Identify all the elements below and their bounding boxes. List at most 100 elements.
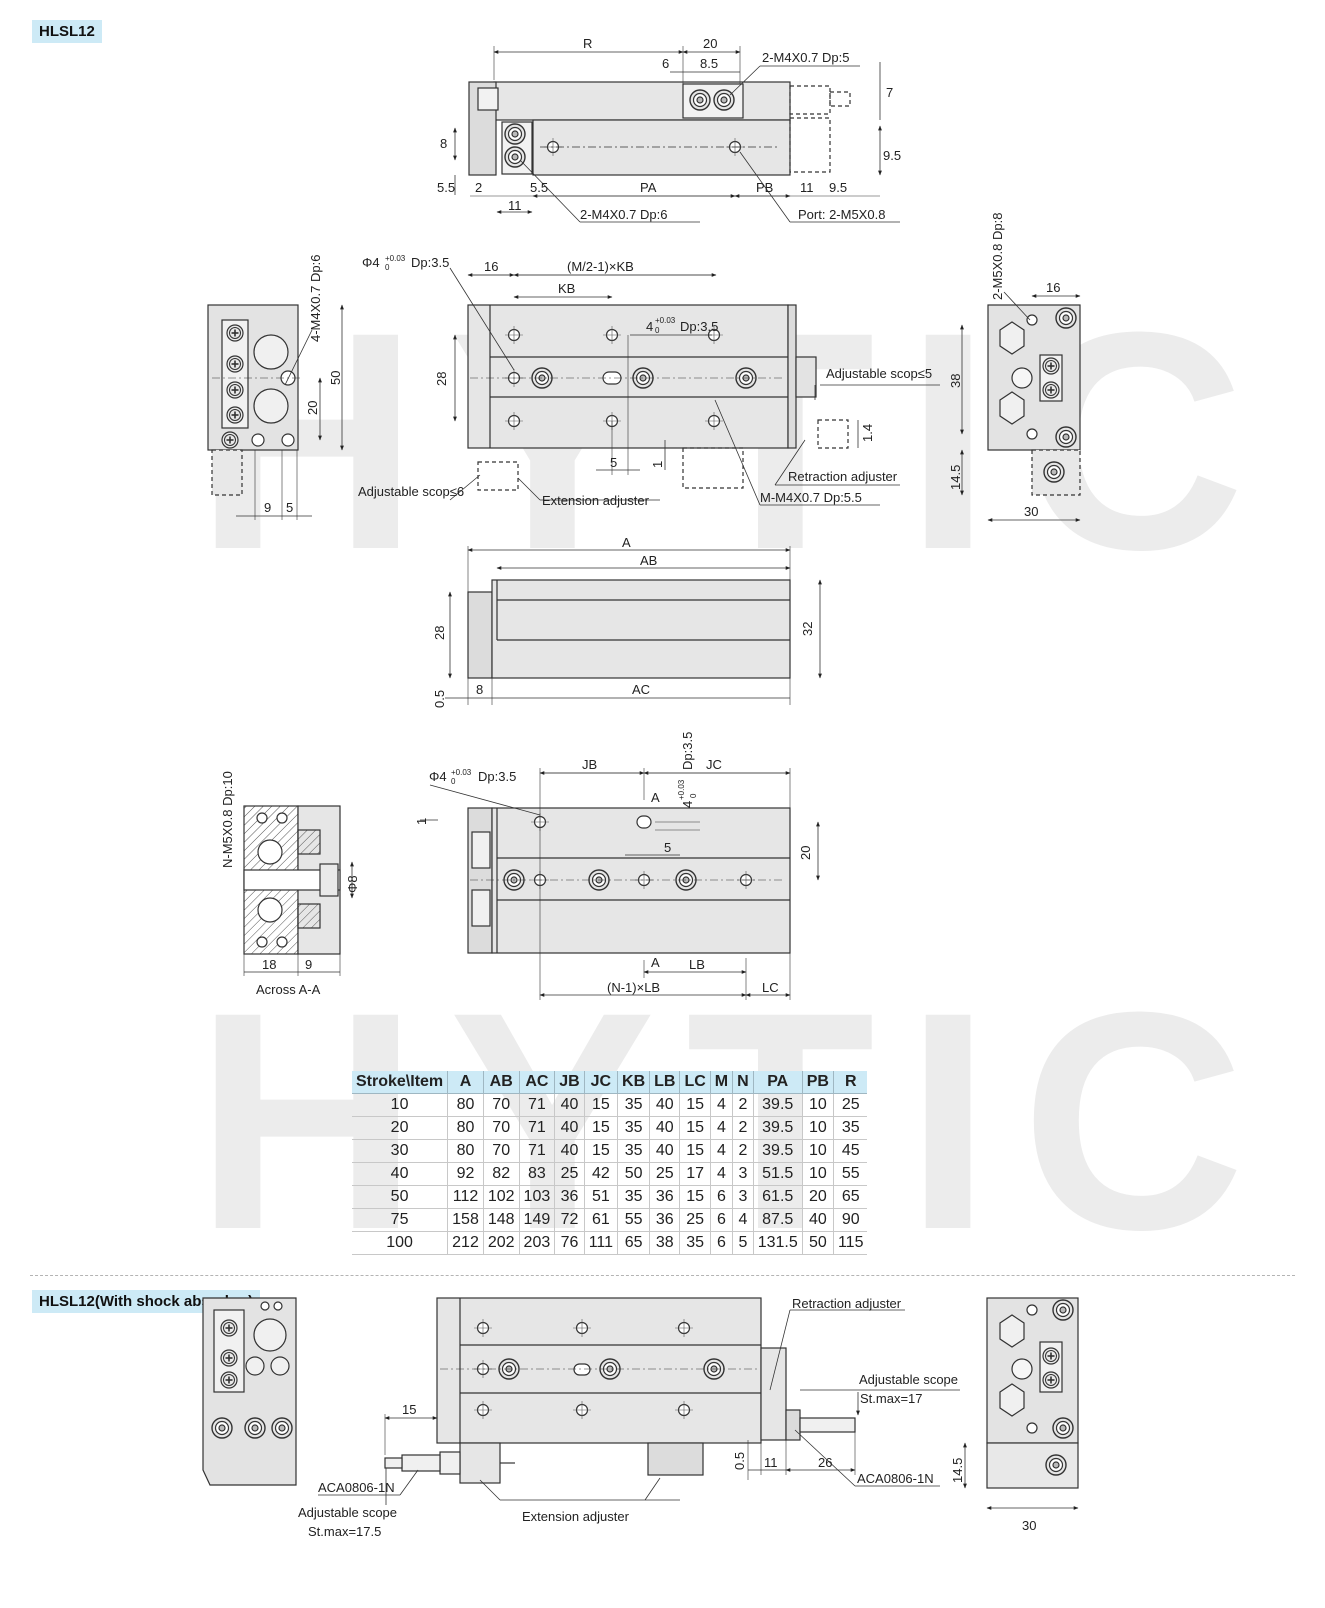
spec-value-cell: 131.5 [753, 1231, 803, 1255]
vert-tol-size: 4 [680, 801, 695, 808]
spec-value-cell: 3 [732, 1162, 754, 1186]
spec-value-cell: 4 [732, 1208, 754, 1232]
spec-value-cell: 115 [833, 1231, 868, 1255]
spec-value-cell: 61.5 [753, 1185, 803, 1209]
spec-value-cell: 51 [584, 1185, 619, 1209]
dim-lc: LC [762, 980, 779, 995]
spec-value-cell: 2 [732, 1116, 754, 1140]
svg-text:+0.03: +0.03 [385, 254, 406, 263]
spec-value-cell: 92 [447, 1162, 484, 1186]
top-body [532, 119, 791, 176]
spec-value-cell: 35 [833, 1116, 868, 1140]
callout-port: Port: 2-M5X0.8 [798, 207, 885, 222]
dim-14-5-right: 14.5 [948, 465, 963, 490]
spec-value-cell: 80 [447, 1093, 484, 1117]
svg-text:0: 0 [689, 793, 698, 798]
dim-lb: LB [689, 957, 705, 972]
spec-value-cell: 111 [584, 1231, 619, 1255]
spec-value-cell: 4 [710, 1139, 734, 1163]
callout-aca-right: ACA0806-1N [857, 1471, 934, 1486]
callout-m-tap: M-M4X0.7 Dp:5.5 [760, 490, 862, 505]
side-view [445, 546, 822, 705]
callout-2-m5-tap: 2-M5X0.8 Dp:8 [990, 213, 1005, 300]
phi-4-depth-bottom: Dp:3.5 [478, 769, 516, 784]
dim-1-4: 1.4 [860, 424, 875, 442]
spec-value-cell: 55 [833, 1162, 868, 1186]
pin-hole-callout-front: 4 +0.03 0 Dp:3.5 [646, 316, 718, 335]
vertical-tolerance-callout: 4 +0.03 0 Dp:3.5 [677, 732, 698, 808]
spec-value-cell: 4 [710, 1116, 734, 1140]
callout-retraction: Retraction adjuster [788, 469, 898, 484]
spec-value-cell: 2 [732, 1139, 754, 1163]
dim-8: 8 [440, 136, 447, 151]
stroke-cell: 30 [352, 1139, 449, 1163]
callout-extension: Extension adjuster [542, 493, 650, 508]
bottom-view-labels: Φ4 +0.03 0 Dp:3.5 JB JC A 1 5 20 A LB (N… [414, 732, 813, 995]
pin-hole-size: 4 [646, 319, 653, 334]
spec-value-cell: 38 [649, 1231, 681, 1255]
spec-value-cell: 35 [617, 1116, 651, 1140]
dim-r: R [583, 36, 592, 51]
dim-7: 7 [886, 85, 893, 100]
spec-value-cell: 4 [710, 1093, 734, 1117]
callout-st-max-left: St.max=17.5 [308, 1524, 381, 1539]
spec-value-cell: 65 [617, 1231, 651, 1255]
callout-adjustable-scope-right: Adjustable scope [859, 1372, 958, 1387]
dim-a: A [622, 535, 631, 550]
svg-text:+0.03: +0.03 [655, 316, 676, 325]
section-mark-a-bottom: A [651, 955, 660, 970]
dim-32: 32 [800, 622, 815, 636]
shock-right-end-view-labels: 14.5 30 [950, 1458, 1036, 1533]
spec-value-cell: 15 [679, 1116, 711, 1140]
spec-value-cell: 15 [584, 1139, 619, 1163]
spec-value-cell: 102 [483, 1185, 520, 1209]
dim-0-5-shock: 0.5 [732, 1452, 747, 1470]
spec-value-cell: 10 [802, 1139, 834, 1163]
spec-value-cell: 203 [519, 1231, 556, 1255]
spec-value-cell: 4 [710, 1162, 734, 1186]
spec-value-cell: 10 [802, 1116, 834, 1140]
stroke-cell: 20 [352, 1116, 449, 1140]
spec-header-cell: AC [519, 1071, 556, 1094]
stroke-cell: 50 [352, 1185, 449, 1209]
spec-value-cell: 40 [649, 1139, 681, 1163]
dim-11-right: 11 [800, 180, 814, 195]
side-view-labels: A AB 28 32 0.5 8 AC [432, 535, 815, 708]
dim-11: 11 [508, 198, 522, 213]
dim-9-5: 9.5 [829, 180, 847, 195]
spec-value-cell: 71 [519, 1139, 556, 1163]
spec-value-cell: 35 [679, 1231, 711, 1255]
spec-header-cell: M [710, 1071, 734, 1094]
callout-st-max-right: St.max=17 [860, 1391, 923, 1406]
right-end-view-labels: 2-M5X0.8 Dp:8 16 38 14.5 30 [948, 213, 1060, 519]
section-title-hlsl12: HLSL12 [32, 20, 102, 43]
front-view [449, 267, 940, 506]
stroke-cell: 75 [352, 1208, 449, 1232]
spec-value-cell: 70 [483, 1139, 520, 1163]
spec-header-cell: PB [802, 1071, 834, 1094]
dim-ac: AC [632, 682, 650, 697]
spec-value-cell: 76 [554, 1231, 585, 1255]
spec-value-cell: 82 [483, 1162, 520, 1186]
dim-26: 26 [818, 1455, 832, 1470]
dim-5-front: 5 [610, 455, 617, 470]
shock-left-end-view [202, 1297, 297, 1486]
spec-header-cell: LB [649, 1071, 681, 1094]
spec-value-cell: 3 [732, 1185, 754, 1209]
stroke-cell: 40 [352, 1162, 449, 1186]
left-end-view [207, 304, 344, 520]
front-view-labels: Φ4 +0.03 0 Dp:3.5 16 (M/2-1)×KB KB 4 +0.… [358, 254, 932, 508]
spec-value-cell: 36 [649, 1208, 681, 1232]
spec-value-cell: 40 [649, 1093, 681, 1117]
spec-value-cell: 40 [802, 1208, 834, 1232]
spec-value-cell: 55 [617, 1208, 651, 1232]
spec-value-cell: 83 [519, 1162, 556, 1186]
